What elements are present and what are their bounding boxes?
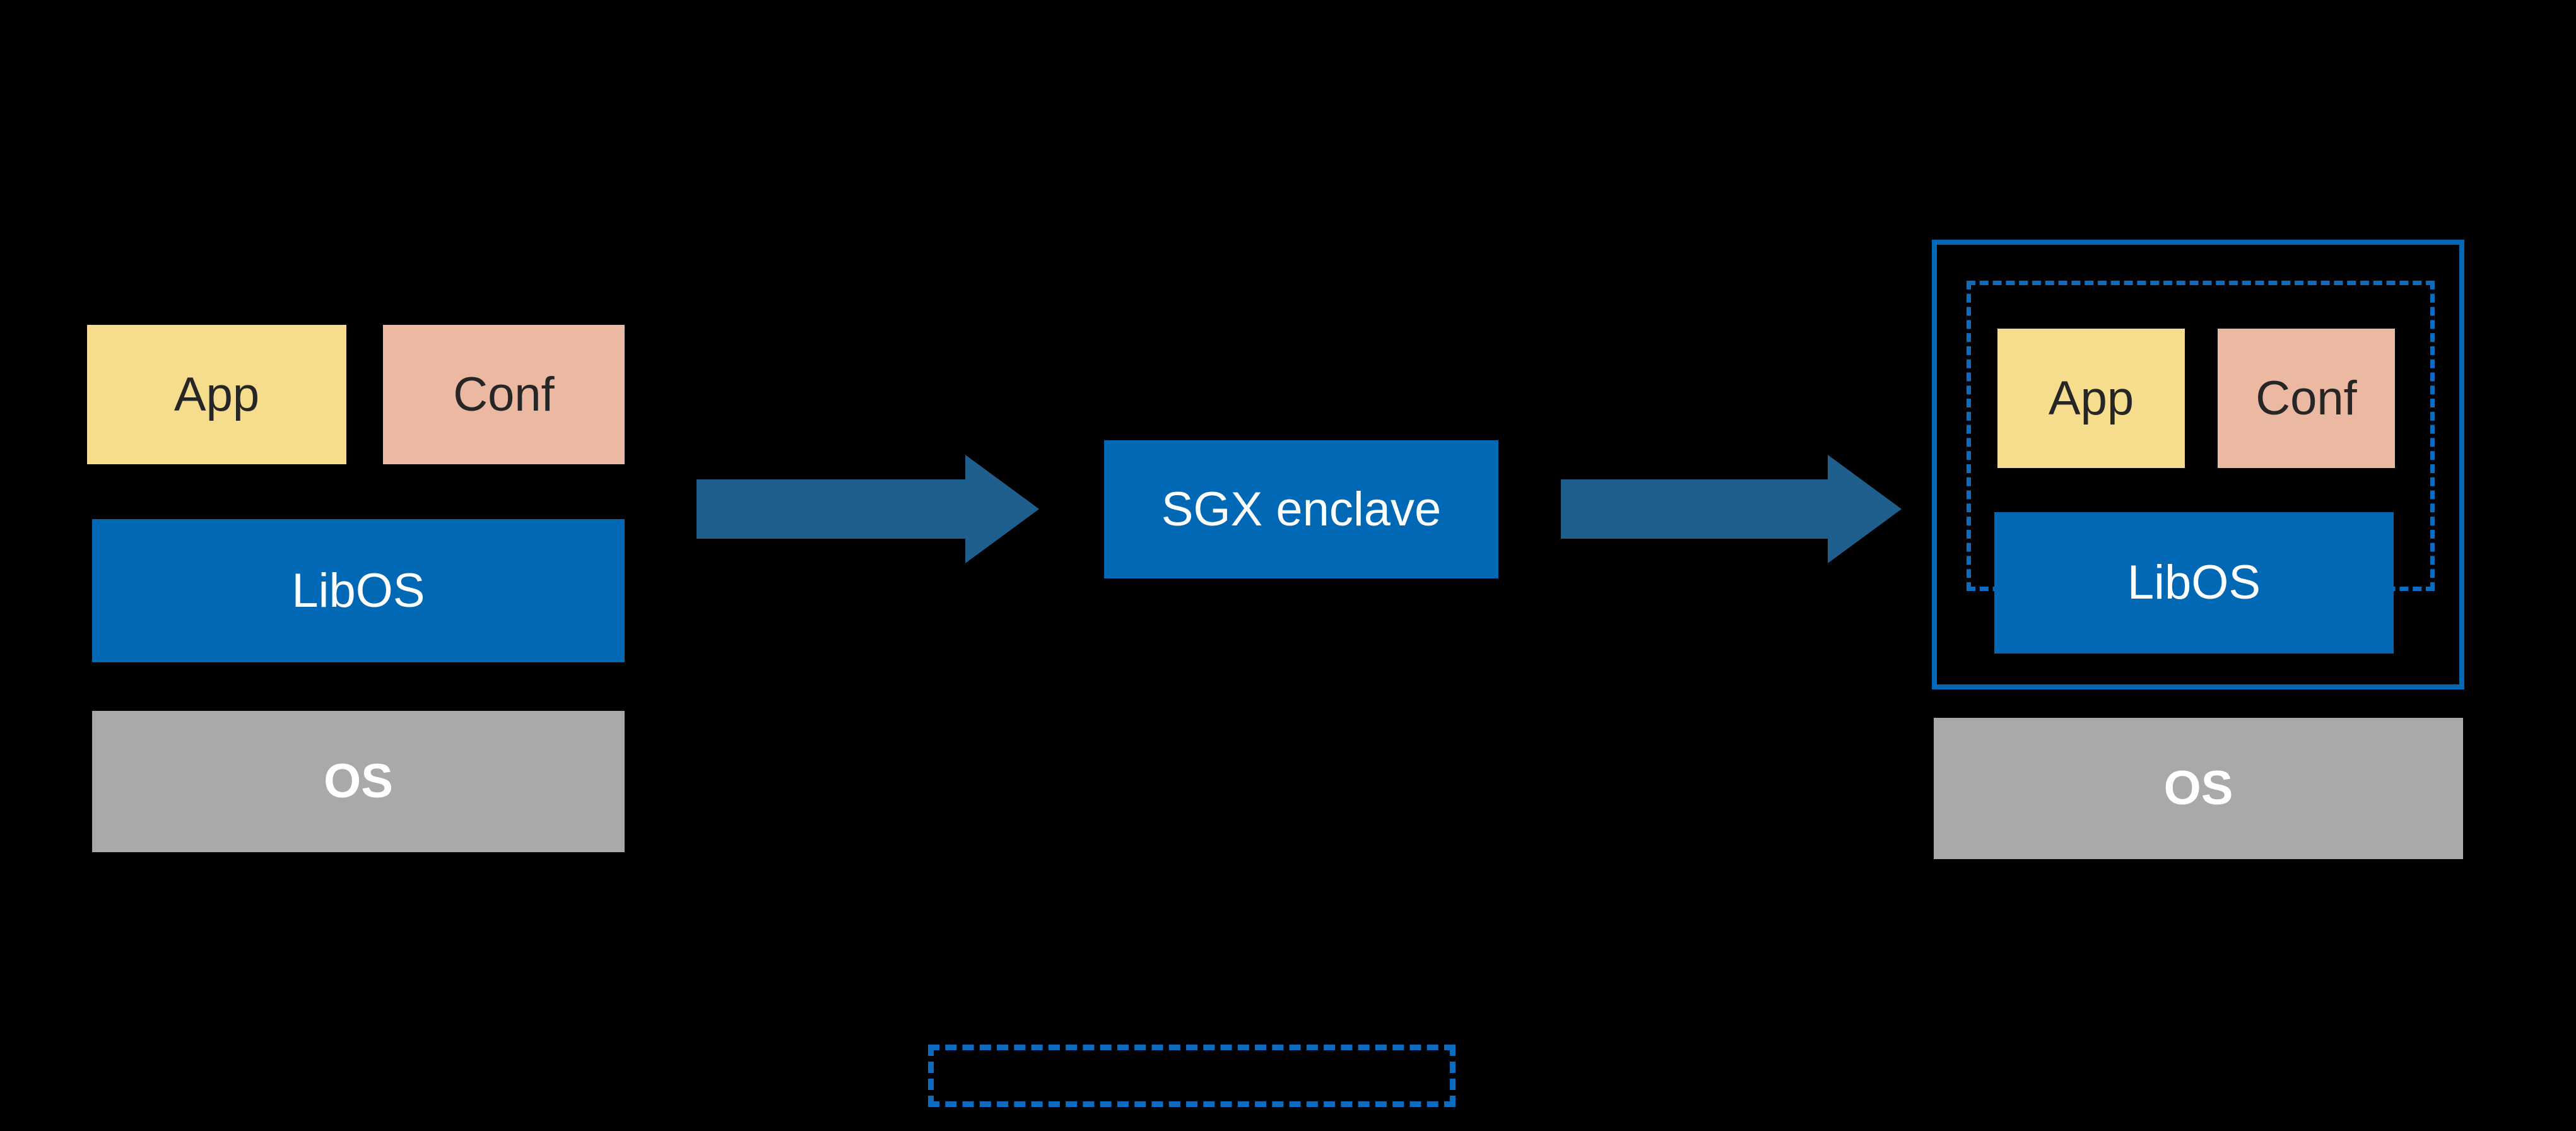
right-app-label: App: [2048, 371, 2134, 425]
right-app-box: App: [1997, 329, 2185, 468]
right-conf-box: Conf: [2218, 329, 2395, 468]
right-libos-label: LibOS: [2127, 556, 2261, 609]
right-os-label: OS: [2163, 761, 2233, 815]
left-app-label: App: [173, 367, 260, 421]
arrow-head: [965, 455, 1039, 563]
left-os-box: OS: [92, 711, 625, 852]
left-conf-box: Conf: [383, 325, 625, 464]
arrow-head: [1828, 455, 1902, 563]
flow-arrow-right-icon: [1561, 455, 1902, 563]
legend-dashed-boundary-swatch: [928, 1045, 1456, 1107]
right-libos-box: LibOS: [1994, 512, 2394, 653]
arrow-body: [697, 479, 965, 539]
left-app-box: App: [87, 325, 346, 464]
left-libos-box: LibOS: [92, 519, 625, 662]
flow-arrow-left-icon: [697, 455, 1039, 563]
left-os-label: OS: [324, 754, 393, 808]
arrow-body: [1561, 479, 1828, 539]
sgx-enclave-box: SGX enclave: [1104, 440, 1498, 578]
right-conf-label: Conf: [2255, 371, 2357, 425]
right-os-box: OS: [1934, 718, 2463, 859]
enclave-outer-border: [1932, 240, 2464, 689]
left-libos-label: LibOS: [291, 563, 425, 618]
sgx-enclave-label: SGX enclave: [1161, 482, 1442, 536]
left-conf-label: Conf: [453, 367, 555, 421]
